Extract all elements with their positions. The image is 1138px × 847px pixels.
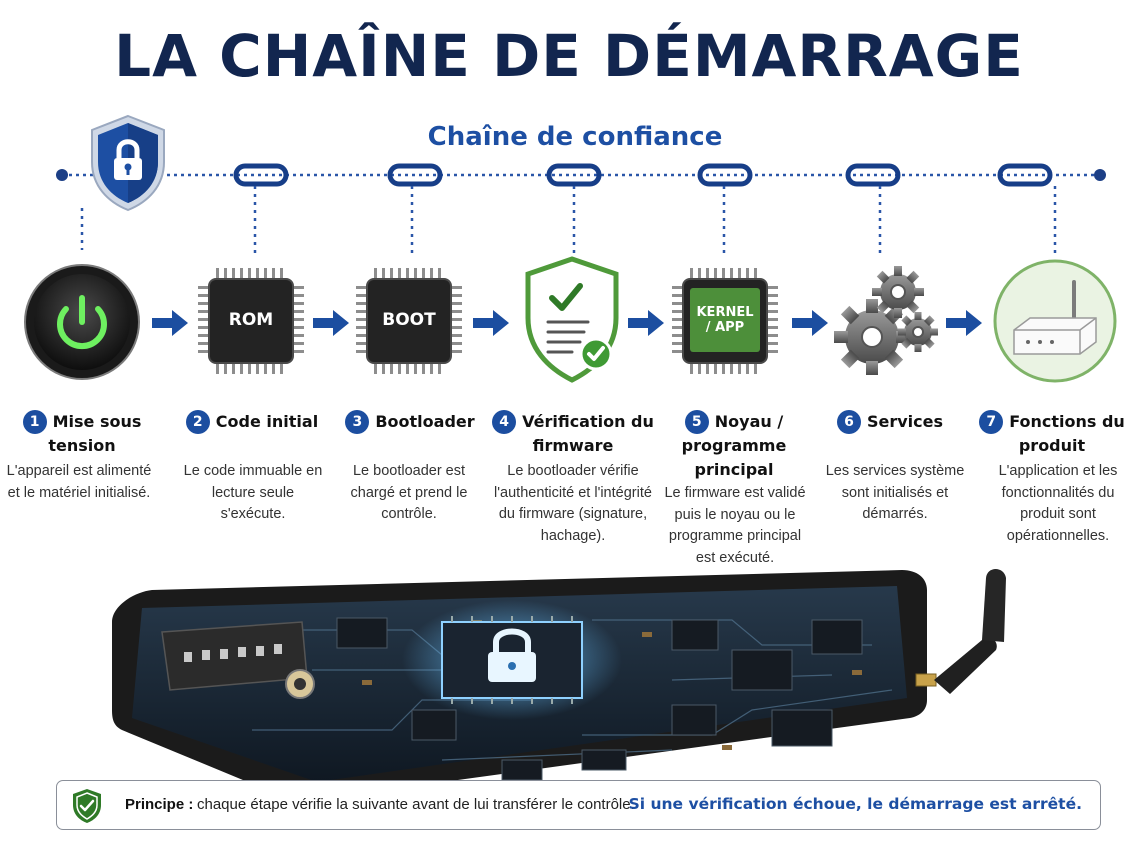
page-title: LA CHAÎNE DE DÉMARRAGE <box>114 22 1024 90</box>
chain-link-icon <box>697 163 753 187</box>
chain-start-dot <box>56 169 68 181</box>
arrow-right-icon <box>792 310 828 336</box>
step-6-description: Les services système sont initialisés et… <box>825 463 965 522</box>
step-3-title: 3 Bootloader <box>330 410 490 434</box>
rom-chip-icon: ROM <box>196 266 306 376</box>
arrow-right-icon <box>628 310 664 336</box>
arrow-right-icon <box>473 310 509 336</box>
step-5-description: Le firmware est validé puis le noyau ou … <box>664 485 806 566</box>
step-4-number: 4 <box>492 410 517 434</box>
chain-link-icon <box>546 163 602 187</box>
step-7-description: L'application et les fonctionnalités du … <box>998 463 1118 544</box>
chain-of-trust-title: Chaîne de confiance <box>427 122 723 152</box>
step-6-title-text: Services <box>866 412 944 431</box>
step-3-title-text: Bootloader <box>375 412 475 431</box>
arrow-right-icon <box>946 310 982 336</box>
chain-link-icon <box>845 163 901 187</box>
principle-box: Principe : chaque étape vérifie la suiva… <box>56 780 1101 830</box>
step-5-number: 5 <box>684 410 709 434</box>
chain-end-dot <box>1094 169 1106 181</box>
arrow-right-icon <box>152 310 188 336</box>
step-2-title: 2 Code initial <box>172 410 332 434</box>
step-7-title-text: Fonctions du produit <box>1009 412 1125 455</box>
lock-shield-icon <box>91 114 165 212</box>
boot-chip-icon: BOOT <box>354 266 464 376</box>
step-4-title-text: Vérification du firmware <box>522 412 654 455</box>
arrow-right-icon <box>313 310 349 336</box>
step-2-number: 2 <box>185 410 210 434</box>
step-4-description: Le bootloader vérifie l'authenticité et … <box>494 463 652 544</box>
step-7-number: 7 <box>979 410 1004 434</box>
chain-link-icon <box>997 163 1053 187</box>
step-1-number: 1 <box>22 410 47 434</box>
step-2-description: Le code immuable en lecture seule s'exéc… <box>183 463 323 522</box>
principle-label: Principe : <box>125 796 194 813</box>
step-3-number: 3 <box>345 410 370 434</box>
kernel-chip-icon: KERNEL/ APP <box>670 266 780 376</box>
green-shield-icon <box>73 789 101 823</box>
step-5-title-text: Noyau / programme principal <box>681 412 787 479</box>
step-6-title: 6 Services <box>810 410 970 434</box>
step-6-number: 6 <box>836 410 861 434</box>
gears-icon <box>834 266 938 375</box>
step-1-description: L'appareil est alimenté et le matériel i… <box>6 463 152 501</box>
power-button-icon <box>24 264 140 380</box>
step-2-title-text: Code initial <box>215 412 319 431</box>
principle-text: chaque étape vérifie la suivante avant d… <box>197 796 635 813</box>
chain-link-icon <box>233 163 289 187</box>
verified-document-shield-icon <box>525 256 619 383</box>
circuit-board-illustration <box>112 569 1006 801</box>
step-3-description: Le bootloader est chargé et prend le con… <box>350 463 468 522</box>
chain-of-trust-line <box>56 163 1106 255</box>
step-1-title-text: Mise sous tension <box>48 412 142 455</box>
principle-warning: Si une vérification échoue, le démarrage… <box>628 795 1082 813</box>
chain-link-icon <box>387 163 443 187</box>
router-device-icon <box>993 259 1117 383</box>
